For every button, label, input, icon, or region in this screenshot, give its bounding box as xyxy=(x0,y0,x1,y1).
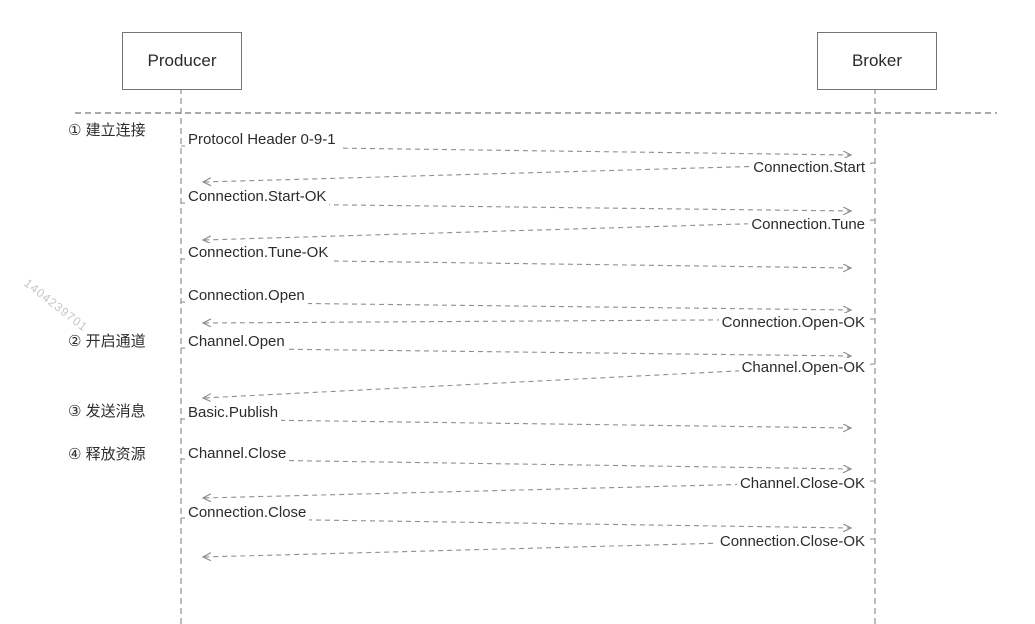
message-label: Connection.Open xyxy=(185,286,308,306)
message-arrow-request xyxy=(180,418,851,428)
message-label: Channel.Open-OK xyxy=(738,358,868,378)
actor-label-producer: Producer xyxy=(147,51,217,70)
phase-label-2: ② 开启通道 xyxy=(68,333,146,350)
actor-label-broker: Broker xyxy=(851,51,903,70)
actor-box-broker: Broker xyxy=(817,32,937,90)
message-label: Protocol Header 0-9-1 xyxy=(185,130,339,150)
message-label: Channel.Open xyxy=(185,332,288,352)
message-label: Connection.Close xyxy=(185,503,310,523)
message-label: Connection.Tune-OK xyxy=(185,243,332,263)
message-arrow-request xyxy=(180,458,851,469)
message-label: Connection.Start xyxy=(750,158,868,178)
message-label: Channel.Close-OK xyxy=(736,474,868,494)
message-label: Basic.Publish xyxy=(185,403,282,423)
message-arrow-request xyxy=(180,347,851,356)
message-label: Channel.Close xyxy=(185,444,290,464)
message-label: Connection.Start-OK xyxy=(185,187,330,207)
lifelines-and-separator xyxy=(75,88,997,624)
message-label: Connection.Tune xyxy=(748,215,868,235)
phase-label-4: ④ 释放资源 xyxy=(68,446,146,463)
actor-box-producer: Producer xyxy=(122,32,242,90)
phase-label-1: ① 建立连接 xyxy=(68,122,146,139)
message-label: Connection.Close-OK xyxy=(716,532,868,552)
phase-label-3: ③ 发送消息 xyxy=(68,403,146,420)
message-label: Connection.Open-OK xyxy=(718,313,868,333)
